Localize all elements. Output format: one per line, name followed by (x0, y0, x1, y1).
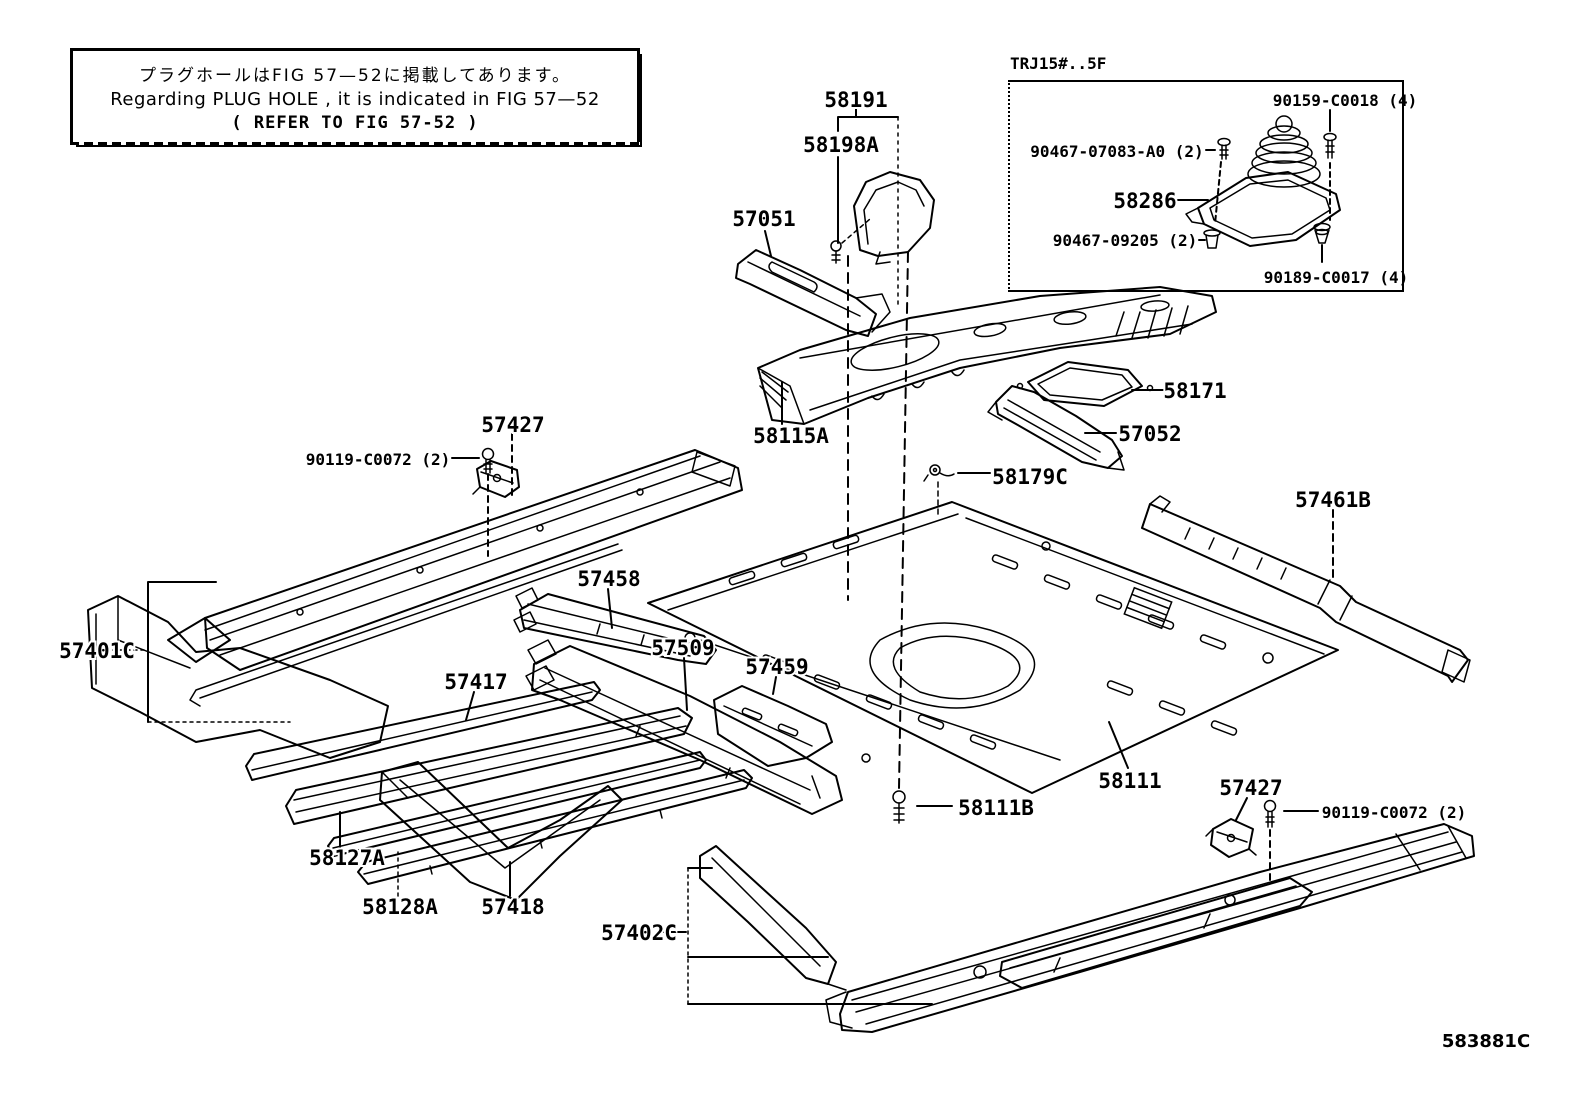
note-line-japanese: プラグホールはFIG 57—52に掲載してあります。 (139, 65, 571, 86)
label-58115A: 58115A (753, 424, 829, 448)
part-57401C-drawing (87, 449, 743, 901)
screw-90159 (1323, 132, 1337, 159)
clip-90189 (1313, 222, 1331, 244)
inset-model-code: TRJ15#..5F (1010, 54, 1106, 73)
label-58171: 58171 (1163, 379, 1226, 403)
part-58115A-drawing (757, 286, 1217, 425)
label-58286: 58286 (1113, 189, 1176, 213)
label-58127A: 58127A (309, 846, 385, 870)
label-57401C: 57401C (59, 639, 135, 663)
part-58198A-drawing (853, 171, 935, 265)
label-58198A: 58198A (803, 133, 879, 157)
label-57402C: 57402C (601, 921, 677, 945)
screw-90467-07083 (1217, 137, 1231, 160)
label-58191: 58191 (824, 88, 887, 112)
label-90119-right: 90119-C0072 (2) (1322, 803, 1467, 822)
part-57417-drawing (245, 681, 601, 781)
label-57461B: 57461B (1295, 488, 1371, 512)
label-90189: 90189-C0017 (4) (1264, 268, 1409, 287)
part-58111-drawing (647, 501, 1339, 794)
part-labels: 58191 58198A 57051 58115A 58171 57052 58… (57, 86, 1530, 1052)
part-57052-drawing (987, 385, 1125, 471)
bracket-57427-right (1205, 799, 1277, 858)
label-57418: 57418 (481, 895, 544, 919)
note-line-refer: ( REFER TO FIG 57-52 ) (231, 112, 479, 133)
part-58171-drawing (1016, 361, 1154, 407)
part-57461B-drawing (1141, 495, 1471, 683)
label-90467-09205: 90467-09205 (2) (1053, 231, 1198, 250)
bolt-58111B (892, 790, 906, 824)
inset-drawing (1177, 109, 1341, 263)
diagram-code: 583881C (1442, 1031, 1530, 1052)
note-line-english: Regarding PLUG HOLE , it is indicated in… (110, 88, 600, 110)
part-57509-drawing (525, 639, 843, 815)
label-57051: 57051 (732, 207, 795, 231)
label-90119-left: 90119-C0072 (2) (306, 450, 451, 469)
label-58111B: 58111B (958, 796, 1034, 820)
part-58179C-drawing (923, 464, 955, 482)
clip-90467-09205 (1203, 229, 1221, 249)
inset-detail-box (1008, 80, 1404, 292)
label-57458: 57458 (577, 567, 640, 591)
part-57458-drawing (513, 587, 717, 665)
label-90467-07083: 90467-07083-A0 (2) (1030, 142, 1203, 161)
label-57509: 57509 (651, 636, 714, 660)
part-57459-drawing (713, 685, 833, 767)
label-58111: 58111 (1098, 769, 1161, 793)
label-90159: 90159-C0018 (4) (1273, 91, 1418, 110)
inset-labels: TRJ15#..5F 90159-C0018 (4) 90467-07083-A… (1008, 52, 1419, 289)
plug-hole-note-box: プラグホールはFIG 57—52に掲載してあります。 Regarding PLU… (70, 48, 640, 145)
label-57427-right: 57427 (1219, 776, 1282, 800)
part-58128A-drawing (327, 751, 707, 857)
label-57427-left: 57427 (481, 413, 544, 437)
part-57402C-drawing (699, 823, 1475, 1033)
part-58127A-drawing (285, 707, 693, 825)
part-57051-drawing (735, 240, 891, 337)
part-57418-drawing (357, 769, 753, 885)
bracket-57427-left (472, 447, 520, 498)
label-57417: 57417 (444, 670, 507, 694)
label-58179C: 58179C (992, 465, 1068, 489)
label-57459: 57459 (745, 655, 808, 679)
label-58128A: 58128A (362, 895, 438, 919)
label-57052: 57052 (1118, 422, 1181, 446)
